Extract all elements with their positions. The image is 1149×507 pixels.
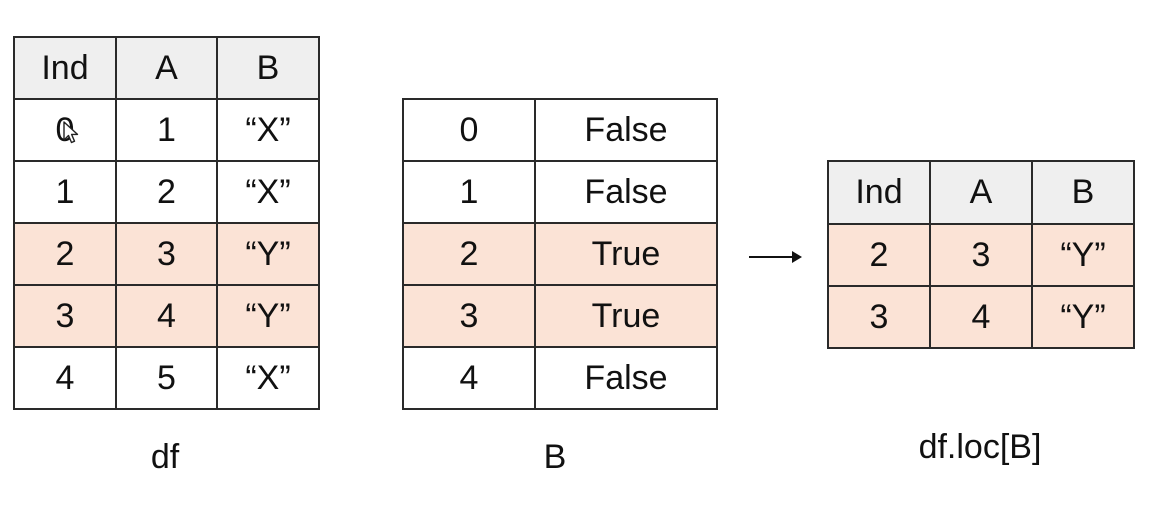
mask-row: 0 False	[402, 98, 718, 162]
df-header-b: B	[216, 36, 320, 100]
df-cell-ind: 0	[13, 98, 117, 162]
result-header-row: Ind A B	[827, 160, 1135, 225]
df-row-highlighted: 3 4 “Y”	[13, 284, 320, 348]
mask-caption: B	[543, 438, 567, 476]
mask-table: 0 False 1 False 2 True 3 True 4 False	[402, 98, 718, 410]
result-cell-b: “Y”	[1031, 285, 1135, 349]
mask-cell-value: False	[534, 98, 718, 162]
df-cell-a: 1	[115, 98, 218, 162]
result-row-highlighted: 3 4 “Y”	[827, 285, 1135, 349]
df-cell-a: 4	[115, 284, 218, 348]
df-row-highlighted: 2 3 “Y”	[13, 222, 320, 286]
result-cell-a: 4	[929, 285, 1033, 349]
df-cell-ind: 3	[13, 284, 117, 348]
mask-cell-value: False	[534, 346, 718, 410]
df-cell-ind: 1	[13, 160, 117, 224]
result-cell-ind: 3	[827, 285, 931, 349]
df-cell-a: 2	[115, 160, 218, 224]
df-cell-a: 3	[115, 222, 218, 286]
mask-cell-value: True	[534, 222, 718, 286]
df-row: 4 5 “X”	[13, 346, 320, 410]
right-arrow-icon	[749, 251, 802, 263]
df-cell-b: “Y”	[216, 284, 320, 348]
df-caption: df	[150, 438, 180, 476]
df-cell-ind: 2	[13, 222, 117, 286]
mask-cell-index: 4	[402, 346, 536, 410]
mouse-cursor-icon	[63, 121, 79, 144]
df-cell-b: “Y”	[216, 222, 320, 286]
mask-cell-index: 1	[402, 160, 536, 224]
result-cell-ind: 2	[827, 223, 931, 287]
df-table: Ind A B 0 1 “X” 1 2 “X” 2 3 “Y” 3 4 “Y” …	[13, 36, 320, 410]
df-header-a: A	[115, 36, 218, 100]
result-table: Ind A B 2 3 “Y” 3 4 “Y”	[827, 160, 1135, 349]
df-cell-b: “X”	[216, 346, 320, 410]
result-row-highlighted: 2 3 “Y”	[827, 223, 1135, 287]
df-cell-ind: 4	[13, 346, 117, 410]
mask-row-highlighted: 2 True	[402, 222, 718, 286]
result-cell-b: “Y”	[1031, 223, 1135, 287]
mask-row: 1 False	[402, 160, 718, 224]
result-header-ind: Ind	[827, 160, 931, 225]
result-cell-a: 3	[929, 223, 1033, 287]
result-header-b: B	[1031, 160, 1135, 225]
result-caption: df.loc[B]	[918, 428, 1042, 466]
df-cell-b: “X”	[216, 98, 320, 162]
mask-cell-value: False	[534, 160, 718, 224]
mask-cell-value: True	[534, 284, 718, 348]
df-row: 0 1 “X”	[13, 98, 320, 162]
mask-cell-index: 0	[402, 98, 536, 162]
mask-row-highlighted: 3 True	[402, 284, 718, 348]
result-header-a: A	[929, 160, 1033, 225]
df-cell-a: 5	[115, 346, 218, 410]
df-header-ind: Ind	[13, 36, 117, 100]
df-cell-b: “X”	[216, 160, 320, 224]
mask-cell-index: 3	[402, 284, 536, 348]
mask-cell-index: 2	[402, 222, 536, 286]
df-header-row: Ind A B	[13, 36, 320, 100]
df-row: 1 2 “X”	[13, 160, 320, 224]
mask-row: 4 False	[402, 346, 718, 410]
